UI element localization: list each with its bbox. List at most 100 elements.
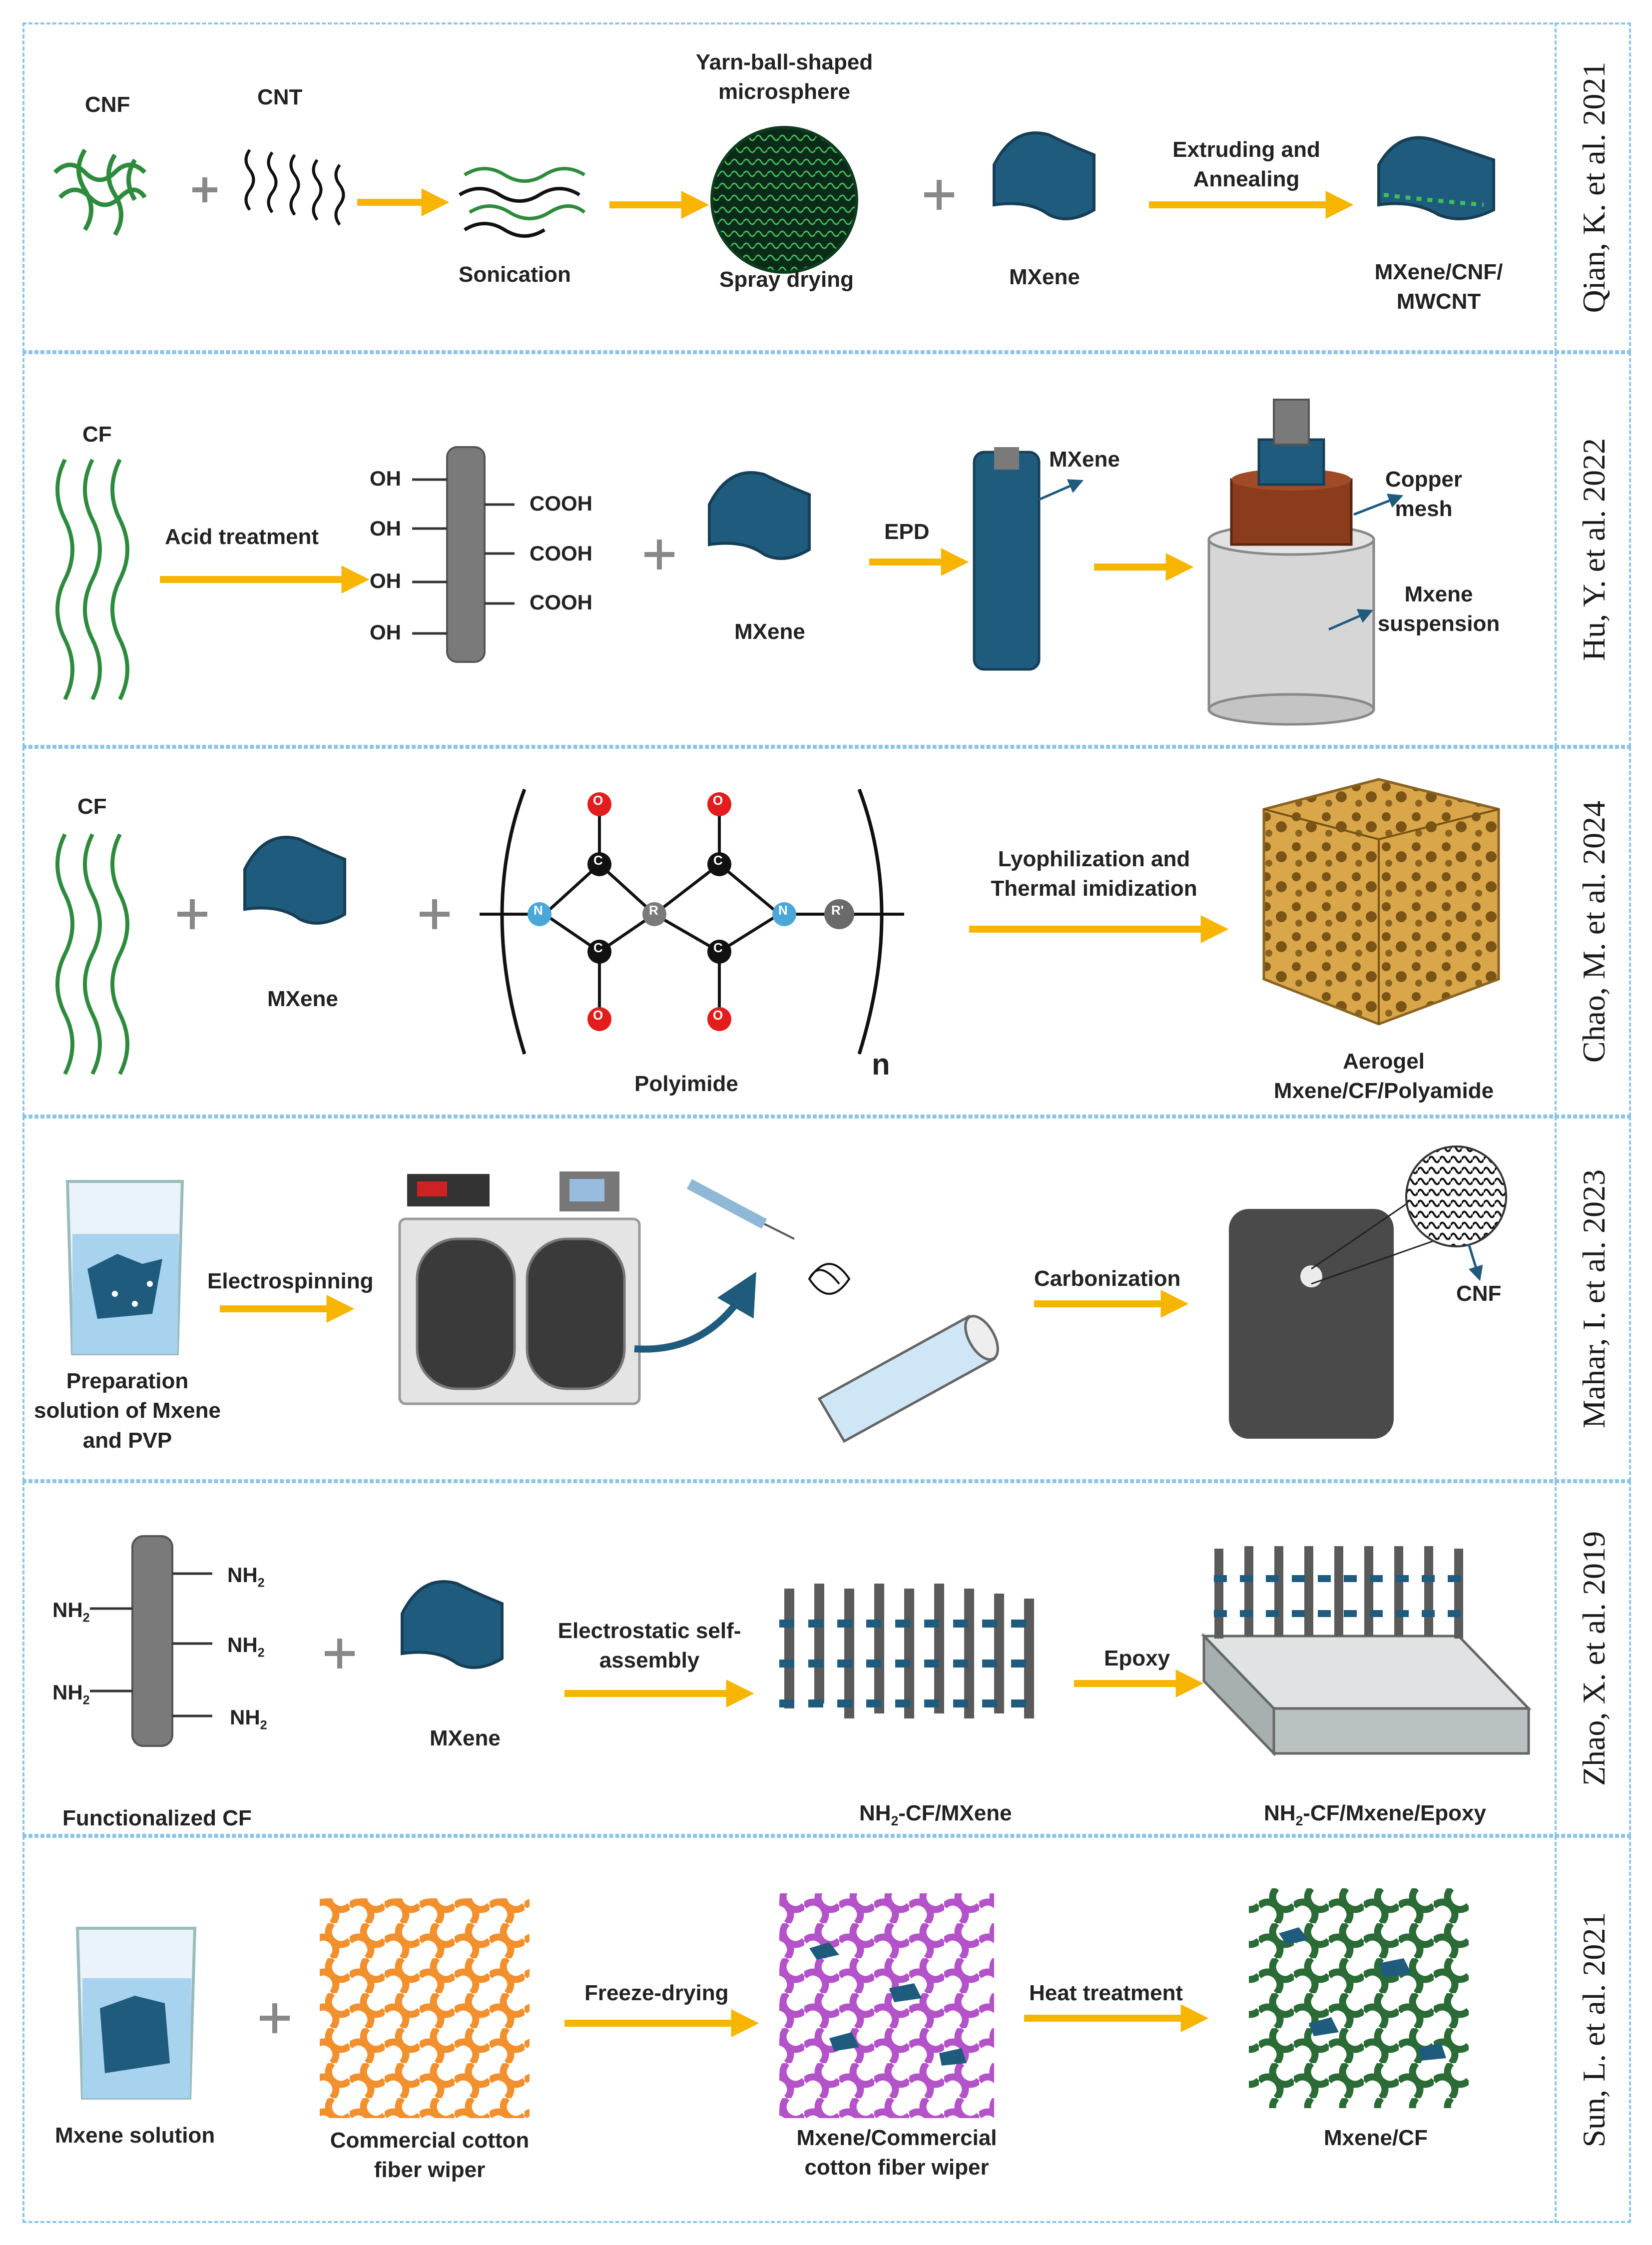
mxene-sheet-icon [243,836,346,925]
cnf-label: CNF [85,92,130,117]
cooh-label: COOH [530,542,592,565]
mxene-sheet-icon [993,131,1096,220]
atom-r2-label: R' [831,903,844,918]
beaker-icon [65,1180,184,1355]
mxene-sheet-icon [708,471,811,560]
reference-cell: Chao, M. et al. 2024 [1555,747,1631,1117]
cotton-wiper-icon [320,1898,530,2118]
plus-icon [420,899,450,929]
mxene-label: MXene [267,987,338,1011]
nh2-label: NH2 [230,1705,267,1732]
cnt-label: CNT [257,85,303,109]
carbonization-label: Carbonization [1034,1266,1181,1291]
row-sun-panel [22,1836,1631,2223]
plus-icon [924,180,954,210]
cf-fibers [55,833,129,1075]
row-hu-panel [22,352,1631,747]
aerogel-block [1262,778,1500,1026]
microsphere-icon [710,126,858,274]
nh2-label: NH2 [52,1681,90,1707]
product-label: Mxene/CF [1324,2126,1428,2150]
suspension-label: Mxene suspension [1377,582,1500,636]
mxene-sheet-icon [401,1580,504,1669]
epd-cell [1207,399,1404,726]
epoxy-label: Epoxy [1104,1646,1170,1671]
product-label: MXene/CNF/ MWCNT [1374,260,1503,314]
copper-label: Copper mesh [1385,467,1462,522]
plus-icon [325,1639,355,1669]
row-qian-panel [22,22,1631,352]
microsphere-label: Yarn-ball-shaped microsphere [695,50,873,104]
cnt-fibers [244,149,345,226]
cf-fibers [55,459,129,700]
step-label: Electrostatic self-assembly [557,1619,741,1673]
cooh-label: COOH [530,492,592,515]
atom-n-label: N [534,903,543,918]
beaker-icon [75,1927,197,2100]
row-mahar-panel [22,1117,1631,1481]
atom-o-label: O [713,1008,723,1023]
functionalized-cf-label: Functionalized CF [62,1806,252,1830]
atom-o-label: O [593,1008,603,1023]
polyimide-label: Polyimide [634,1072,738,1096]
syringe-collector [686,1179,999,1443]
product-label: Aerogel Mxene/CF/Polyamide [1273,1049,1494,1104]
nh2-cf-mxene-label: NH2-CF/MXene [859,1801,1012,1828]
sonicated-mixture [459,167,586,238]
oh-label: OH [370,569,401,592]
reference-cell: Qian, K. et al. 2021 [1555,22,1631,352]
mxene-label: MXene [430,1726,501,1750]
cf-label: CF [77,794,107,819]
plus-icon [192,177,217,202]
repeat-n-label: n [872,1048,890,1081]
reference-cell: Zhao, X. et al. 2019 [1555,1481,1631,1836]
heat-treatment-label: Heat treatment [1029,1981,1183,2005]
oh-label: OH [370,517,401,540]
step-label: Acid treatment [165,525,319,549]
step-label: Electrospinning [207,1269,374,1293]
mxene-arrow-label: MXene [1049,447,1120,472]
preparation-label: Preparation solution of Mxene and PVP [34,1369,221,1453]
acid-treated-fiber [412,446,515,663]
cnf-mat [1229,1145,1507,1439]
atom-o-label: O [713,793,723,808]
atom-n-label: N [778,903,788,918]
epd-label: EPD [884,520,930,544]
atom-c-label: C [713,853,723,868]
functionalized-fiber [90,1535,212,1747]
cnf-fibers [53,148,147,236]
nh2-label: NH2 [52,1598,90,1625]
cooh-label: COOH [530,590,592,614]
atom-c-label: C [593,853,603,868]
mxene-label: MXene [1009,265,1080,289]
atom-c-label: C [593,940,603,955]
fiber-array [779,1584,1039,1718]
mxene-solution-label: Mxene solution [55,2123,215,2148]
mxene-cotton-label: Mxene/Commercial cotton fiber wiper [796,2126,997,2180]
row-chao-panel [22,747,1631,1117]
mxene-label: MXene [734,619,805,644]
step-label: Lyophilization and Thermal imidization [991,847,1197,901]
mxene-coated-fiber [973,447,1084,671]
electrospinning-machine [398,1171,641,1405]
plus-icon [177,899,207,929]
atom-o-label: O [593,793,603,808]
oh-label: OH [370,620,401,644]
nh2-label: NH2 [227,1563,265,1590]
atom-c-label: C [713,940,723,955]
reference-cell: Mahar, I. et al. 2023 [1555,1117,1631,1481]
reference-cell: Sun, L. et al. 2021 [1555,1836,1631,2223]
mxene-cotton-wiper [779,1893,994,2118]
step-label: Extruding and Annealing [1172,137,1320,192]
polyimide-structure [480,788,904,1055]
cotton-wiper-label: Commercial cotton fiber wiper [330,2128,530,2183]
epoxy-block [1201,1546,1532,1757]
spray-drying-label: Spray drying [719,267,854,292]
composite-sheet-icon [1377,136,1495,220]
freeze-drying-label: Freeze-drying [584,1981,729,2005]
plus-icon [644,540,674,569]
reference-cell: Hu, Y. et al. 2022 [1555,352,1631,747]
atom-r-label: R [649,903,658,918]
cf-label: CF [82,422,112,447]
nh2-label: NH2 [227,1633,265,1660]
